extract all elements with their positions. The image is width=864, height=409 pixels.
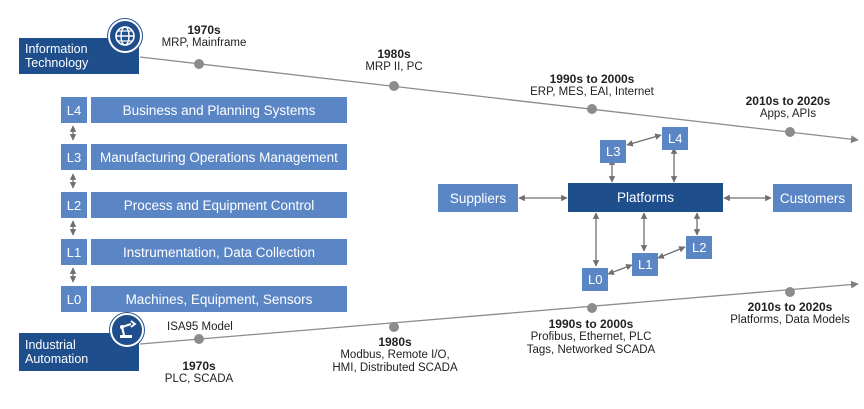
ia-era-desc: PLC, SCADA <box>164 373 234 385</box>
level-label-l1: Instrumentation, Data Collection <box>91 239 347 265</box>
platforms-box: Platforms <box>568 183 723 212</box>
it-dot-1980s <box>389 81 399 91</box>
it-era-1980s: 1980s MRP II, PC <box>344 48 444 74</box>
arrow-l3-l4 <box>626 133 662 147</box>
customers-box: Customers <box>773 184 852 212</box>
arrow-l0-l1 <box>607 264 633 275</box>
robot-arm-icon <box>110 313 144 347</box>
it-era-1970s: 1970s MRP, Mainframe <box>149 24 259 50</box>
it-era-year: 1990s to 2000s <box>549 72 635 86</box>
it-era-2010s: 2010s to 2020s Apps, APIs <box>728 95 848 121</box>
it-dot-1970s <box>194 59 204 69</box>
level-label-l0: Machines, Equipment, Sensors <box>91 286 347 312</box>
level-label-l4: Business and Planning Systems <box>91 97 347 123</box>
node-l1: L1 <box>632 253 659 276</box>
level-tag-l2: L2 <box>61 192 87 218</box>
level-tag-l4: L4 <box>61 97 87 123</box>
node-l2: L2 <box>686 236 713 259</box>
ia-era-1990s: 1990s to 2000s Profibus, Ethernet, PLC T… <box>516 318 666 357</box>
ia-timeline <box>139 280 859 345</box>
it-dot-2010s <box>785 127 795 137</box>
level-label-l3: Manufacturing Operations Management <box>91 144 347 170</box>
ia-era-desc: Modbus, Remote I/O, HMI, Distributed SCA… <box>332 349 458 374</box>
it-label: Information Technology <box>25 42 89 70</box>
level-tag-l0: L0 <box>61 286 87 312</box>
it-dot-1990s <box>587 104 597 114</box>
level-tag-l3: L3 <box>61 144 87 170</box>
ia-era-year: 1980s <box>378 335 412 349</box>
ia-dot-1980s <box>389 322 399 332</box>
it-era-1990s: 1990s to 2000s ERP, MES, EAI, Internet <box>522 73 662 99</box>
ia-dot-1990s <box>587 303 597 313</box>
ia-era-desc: Platforms, Data Models <box>730 314 850 326</box>
it-era-year: 2010s to 2020s <box>745 94 831 108</box>
ia-dot-1970s <box>194 334 204 344</box>
ia-era-desc: Profibus, Ethernet, PLC Tags, Networked … <box>526 331 656 356</box>
it-era-desc: ERP, MES, EAI, Internet <box>530 86 654 98</box>
it-era-desc: Apps, APIs <box>759 108 817 120</box>
ia-era-1970s: 1970s PLC, SCADA <box>149 360 249 386</box>
level-tag-l1: L1 <box>61 239 87 265</box>
node-l4: L4 <box>662 127 689 150</box>
it-era-desc: MRP, Mainframe <box>161 37 247 49</box>
node-l3: L3 <box>600 140 627 163</box>
globe-icon <box>108 19 142 53</box>
it-era-year: 1970s <box>187 23 221 37</box>
ia-label: Industrial Automation <box>25 338 89 366</box>
node-l0: L0 <box>582 268 609 291</box>
isa95-label: ISA95 Model <box>167 321 233 333</box>
ia-dot-2010s <box>785 287 795 297</box>
ia-era-2010s: 2010s to 2020s Platforms, Data Models <box>722 301 858 327</box>
level-label-l2: Process and Equipment Control <box>91 192 347 218</box>
ia-era-year: 1970s <box>182 359 216 373</box>
arrow-l1-l2 <box>657 246 686 259</box>
suppliers-box: Suppliers <box>438 184 518 212</box>
ia-era-year: 1990s to 2000s <box>548 317 634 331</box>
it-era-year: 1980s <box>377 47 411 61</box>
ia-era-1980s: 1980s Modbus, Remote I/O, HMI, Distribut… <box>327 336 463 375</box>
ia-era-year: 2010s to 2020s <box>747 300 833 314</box>
it-era-desc: MRP II, PC <box>365 61 423 73</box>
it-timeline <box>139 56 859 144</box>
